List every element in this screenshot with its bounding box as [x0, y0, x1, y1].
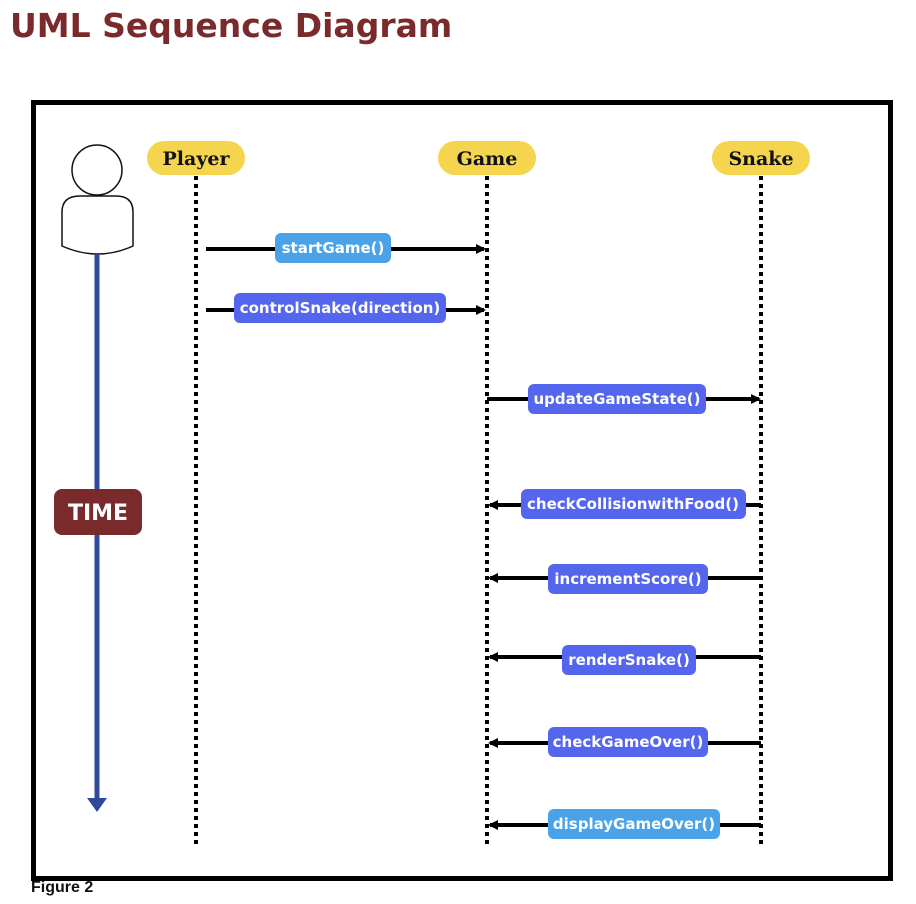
message-label: renderSnake() [568, 651, 690, 669]
message-label: displayGameOver() [553, 815, 715, 833]
message-control-snake: controlSnake(direction) [206, 293, 486, 323]
message-label: startGame() [282, 239, 385, 257]
figure-caption: Figure 2 [31, 879, 94, 896]
lane-game: Game [438, 141, 536, 175]
lane-snake: Snake [712, 141, 810, 175]
diagram-frame [31, 100, 893, 881]
time-label: TIME [68, 501, 128, 526]
message-check-collision: checkCollisionwithFood() [488, 489, 761, 519]
message-label: checkCollisionwithFood() [527, 495, 739, 513]
message-increment-score: incrementScore() [488, 564, 761, 594]
message-label: incrementScore() [554, 570, 701, 588]
diagram-title: UML Sequence Diagram [10, 6, 453, 45]
message-render-snake: renderSnake() [488, 645, 761, 675]
lane-game-label: Game [457, 148, 518, 170]
message-start-game: startGame() [206, 233, 486, 263]
message-label: controlSnake(direction) [240, 299, 441, 317]
time-badge: TIME [54, 489, 142, 535]
message-label: checkGameOver() [553, 733, 704, 751]
lane-player: Player [147, 141, 245, 175]
actor-icon [61, 144, 134, 255]
message-display-game-over: displayGameOver() [488, 809, 761, 839]
message-update-game-state: updateGameState() [487, 384, 761, 414]
lane-snake-label: Snake [728, 148, 793, 170]
lane-player-label: Player [163, 148, 231, 170]
message-label: updateGameState() [533, 390, 700, 408]
message-check-game-over: checkGameOver() [488, 727, 761, 757]
